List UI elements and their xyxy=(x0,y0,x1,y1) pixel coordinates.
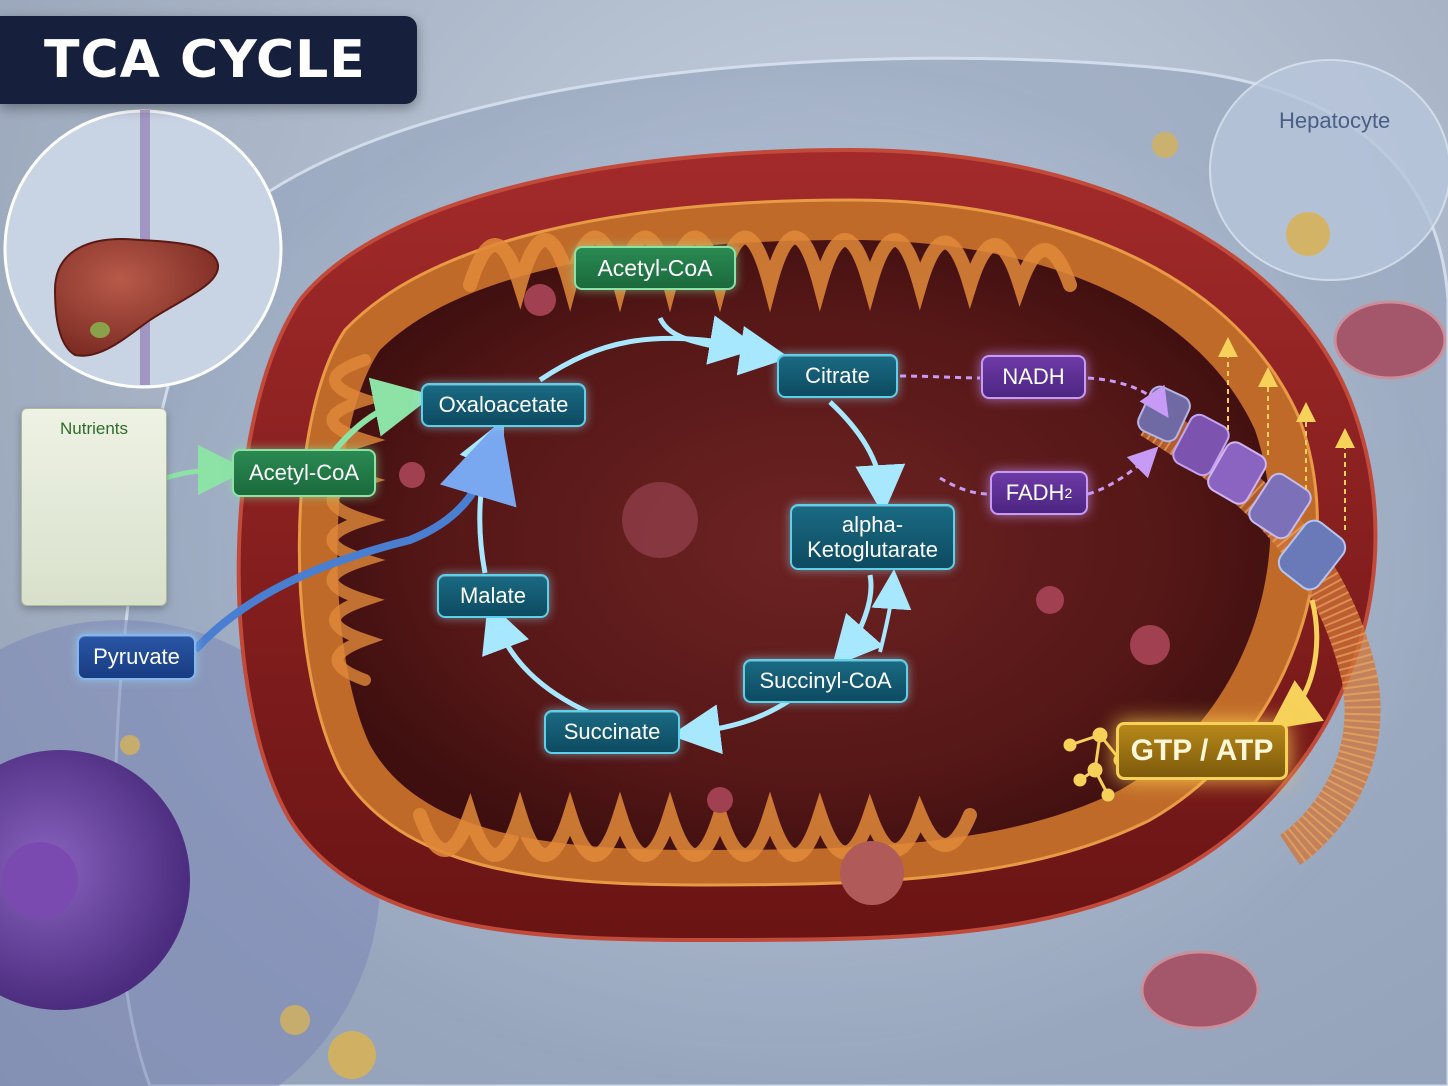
cycle-arrow xyxy=(831,574,884,668)
vesicle xyxy=(1152,132,1178,158)
oxaloacetate-label: Oxaloacetate xyxy=(421,383,586,427)
matrix-granule xyxy=(1130,625,1170,665)
alpha-ketoglutarate-line1: alpha- xyxy=(841,511,904,537)
succinate-label: Succinate xyxy=(544,710,680,754)
hepatocyte-label: Hepatocyte xyxy=(1279,108,1391,133)
neighbour-nucleus xyxy=(0,750,190,1010)
succinyl-coa-label: Succinyl-CoA xyxy=(743,659,908,703)
nucleolus xyxy=(2,842,78,918)
vesicle xyxy=(1286,212,1330,256)
matrix-granule xyxy=(1036,586,1064,614)
vesicle xyxy=(328,1031,376,1079)
acetyl-coa-label: Acetyl-CoA xyxy=(574,246,736,290)
matrix-granule xyxy=(840,841,904,905)
gallbladder-icon xyxy=(90,322,110,338)
alpha-ketoglutarate-label: alpha- Ketoglutarate xyxy=(790,504,955,570)
small-mitochondrion-icon xyxy=(1333,300,1447,380)
fadh-arrow xyxy=(939,476,991,496)
nutrients-label: Nutrients xyxy=(59,419,129,438)
fadh-subscript: 2 xyxy=(1064,484,1073,501)
cristae xyxy=(413,791,977,862)
matrix-granule xyxy=(399,462,425,488)
nadh-label: NADH xyxy=(981,355,1086,399)
matrix-granule xyxy=(524,284,556,316)
vesicle xyxy=(120,735,140,755)
small-mitochondrion-icon xyxy=(1140,950,1260,1030)
nadh-arrow xyxy=(1087,376,1169,418)
cycle-arrow xyxy=(828,400,906,515)
cycle-arrow xyxy=(670,697,792,755)
acetyl-coa-arrow xyxy=(332,377,434,452)
fadh-arrow xyxy=(1087,446,1159,496)
fadh-text: FADH xyxy=(1005,480,1065,506)
cycle-arrow xyxy=(482,601,592,716)
protein-complex-icon xyxy=(1207,441,1267,505)
alpha-ketoglutarate-line2: Ketoglutarate xyxy=(807,537,938,562)
cristae xyxy=(326,354,386,686)
title-banner: TCA CYCLE xyxy=(0,16,417,104)
pyruvate-label: Pyruvate xyxy=(77,634,196,680)
nutrient-arrow xyxy=(165,445,248,496)
protein-complex-icon xyxy=(1277,519,1347,591)
pyruvate-arrow xyxy=(192,419,517,653)
hepatocyte-nucleus xyxy=(1209,59,1448,281)
page-title: TCA CYCLE xyxy=(44,30,366,90)
cycle-arrow xyxy=(538,315,760,383)
nutrients-panel: Nutrients xyxy=(21,408,167,606)
protein-complex-icon xyxy=(1248,472,1312,540)
gtp-atp-label: GTP / ATP xyxy=(1116,722,1288,780)
matrix-granule xyxy=(622,482,698,558)
acetyl-coa-input-label: Acetyl-CoA xyxy=(232,449,376,497)
matrix-granule xyxy=(707,787,733,813)
malate-label: Malate xyxy=(437,574,549,618)
protein-complex-icon xyxy=(1172,413,1230,477)
atp-arrow xyxy=(1268,599,1324,730)
cristae xyxy=(463,230,1077,313)
citrate-label: Citrate xyxy=(777,354,898,398)
cycle-arrow xyxy=(871,569,912,653)
vesicle xyxy=(280,1005,310,1035)
